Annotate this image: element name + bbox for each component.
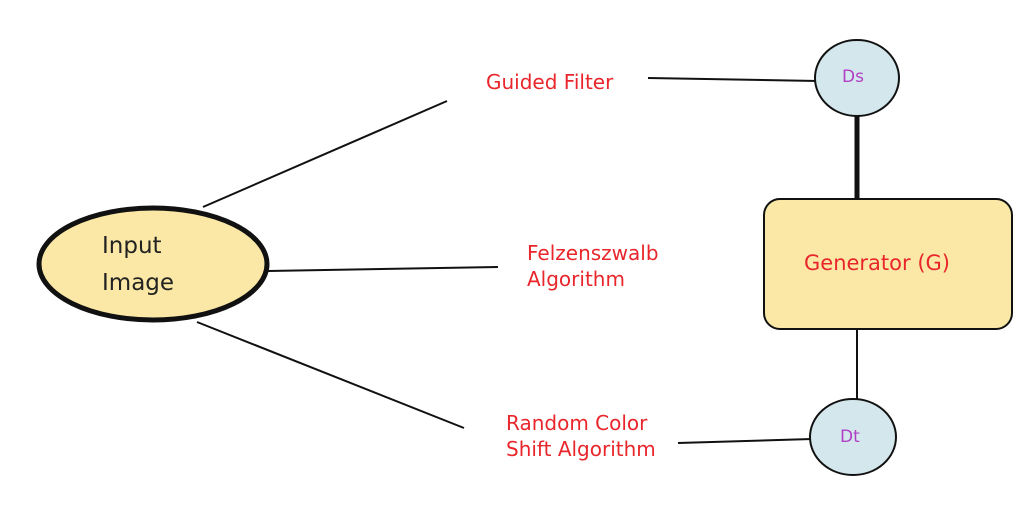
- input-image-node: [36, 205, 270, 323]
- felzenszwalb-line1: Felzenszwalb: [527, 241, 659, 265]
- random-color-line1: Random Color: [506, 411, 648, 435]
- felzenszwalb-label: Felzenszwalb Algorithm: [527, 240, 659, 292]
- generator-label: Generator (G): [804, 251, 950, 275]
- edge-input-guided: [202, 100, 448, 208]
- ds-node: [814, 39, 900, 117]
- edge-input-felzenszwalb: [267, 266, 499, 272]
- felzenszwalb-line2: Algorithm: [527, 267, 625, 291]
- guided-filter-label: Guided Filter: [486, 70, 614, 94]
- dt-node: [809, 398, 897, 476]
- dt-label: Dt: [840, 427, 860, 447]
- generator-node: [763, 198, 1013, 330]
- edge-guided-ds: [647, 77, 819, 82]
- random-color-line2: Shift Algorithm: [506, 437, 656, 461]
- input-image-line1: Input: [102, 233, 162, 259]
- input-image-label: Input Image: [102, 228, 174, 302]
- ds-label: Ds: [842, 67, 864, 87]
- edge-input-random: [196, 321, 465, 429]
- input-image-line2: Image: [102, 269, 175, 296]
- edge-random-dt: [677, 438, 813, 444]
- random-color-shift-label: Random Color Shift Algorithm: [506, 410, 656, 462]
